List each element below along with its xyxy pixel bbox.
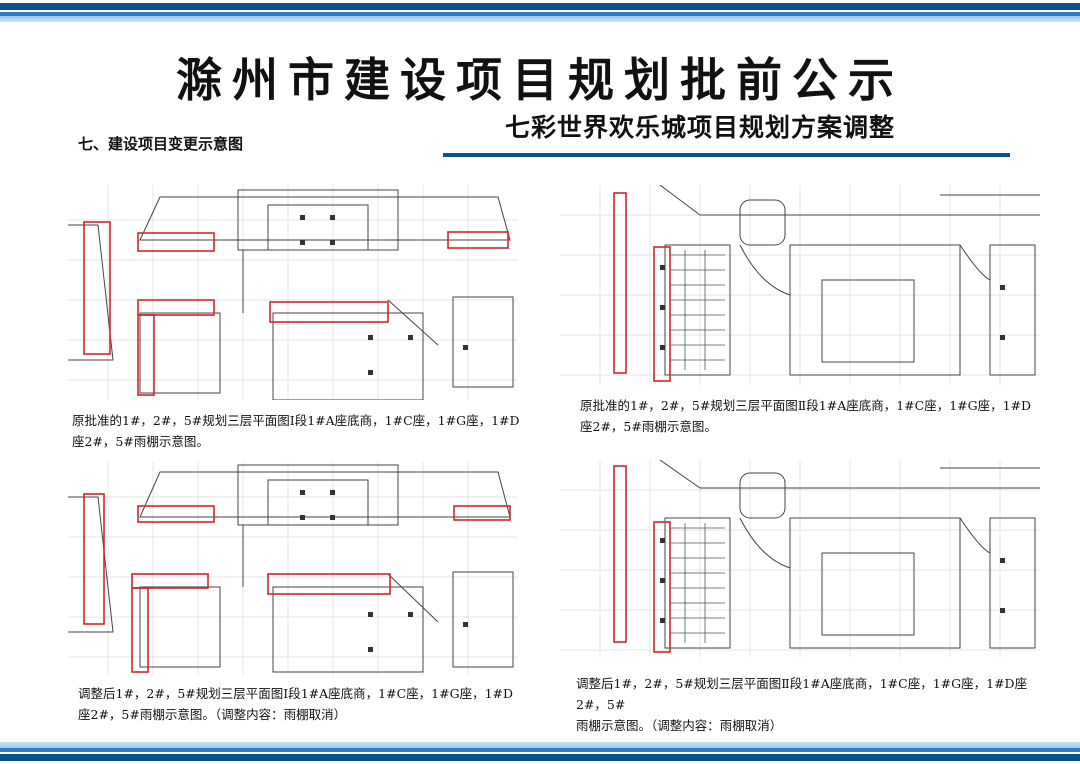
bottom-decorative-band: [0, 742, 1080, 764]
floor-plan-drawing: [560, 185, 1040, 385]
caption-line: 座2#，5#雨棚示意图。: [72, 434, 209, 449]
project-subtitle: 七彩世界欢乐城项目规划方案调整: [505, 113, 896, 142]
panel-adjusted-section-2: [560, 460, 1040, 657]
top-decorative-band: [0, 0, 1080, 22]
page-title: 滁州市建设项目规划批前公示: [176, 53, 904, 107]
caption-original-section-2: 原批准的1#，2#，5#规划三层平面图Ⅱ段1#A座底商，1#C座，1#G座，1#…: [580, 395, 1040, 437]
caption-line: 调整后1#，2#，5#规划三层平面图Ⅰ段1#A座底商，1#C座，1#G座，1#D: [78, 686, 514, 701]
panel-original-section-1: [68, 185, 518, 400]
floor-plan-drawing: [68, 462, 518, 675]
panel-adjusted-section-1: [68, 462, 518, 675]
caption-adjusted-section-2: 调整后1#，2#，5#规划三层平面图Ⅱ段1#A座底商，1#C座，1#G座，1#D…: [576, 673, 1046, 736]
panel-original-section-2: [560, 185, 1040, 385]
caption-line: 座2#，5#雨棚示意图。: [580, 419, 717, 434]
caption-original-section-1: 原批准的1#，2#，5#规划三层平面图Ⅰ段1#A座底商，1#C座，1#G座，1#…: [72, 410, 532, 452]
caption-line: 原批准的1#，2#，5#规划三层平面图Ⅰ段1#A座底商，1#C座，1#G座，1#…: [72, 413, 520, 428]
caption-line: 座2#，5#雨棚示意图。（调整内容：雨棚取消）: [78, 707, 347, 722]
caption-line: 雨棚示意图。（调整内容：雨棚取消）: [576, 718, 783, 733]
caption-line: 调整后1#，2#，5#规划三层平面图Ⅱ段1#A座底商，1#C座，1#G座，1#D…: [576, 676, 1028, 712]
caption-line: 原批准的1#，2#，5#规划三层平面图Ⅱ段1#A座底商，1#C座，1#G座，1#…: [580, 398, 1032, 413]
section-heading: 七、建设项目变更示意图: [78, 135, 244, 153]
caption-adjusted-section-1: 调整后1#，2#，5#规划三层平面图Ⅰ段1#A座底商，1#C座，1#G座，1#D…: [78, 683, 538, 725]
floor-plan-drawing: [68, 185, 518, 400]
subtitle-underline: [443, 153, 1010, 157]
floor-plan-drawing: [560, 460, 1040, 657]
